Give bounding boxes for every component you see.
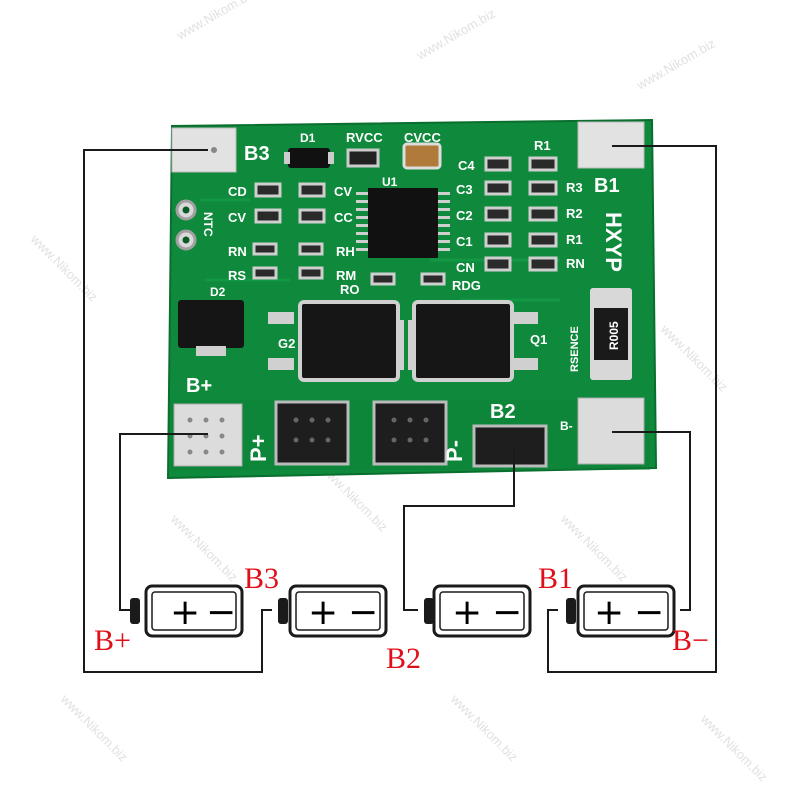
wire-b-minus <box>612 431 691 611</box>
svg-text:R1: R1 <box>566 232 583 247</box>
svg-text:CC: CC <box>334 210 353 225</box>
battery-cell-4: + − <box>566 584 676 638</box>
svg-text:B+: B+ <box>186 375 212 397</box>
svg-text:B1: B1 <box>594 175 620 197</box>
label-b-plus: B+ <box>94 624 131 657</box>
battery-cell-3: + − <box>424 584 532 638</box>
svg-text:CV: CV <box>334 184 352 199</box>
svg-text:www.Nikom.biz: www.Nikom.biz <box>657 321 731 395</box>
svg-text:RO: RO <box>340 282 360 297</box>
label-b2: B2 <box>386 642 421 675</box>
svg-text:B-: B- <box>560 419 573 433</box>
diode-d1 <box>288 148 330 168</box>
svg-text:RDG: RDG <box>452 278 481 293</box>
capacitor-cvcc <box>402 142 442 170</box>
ic-u1 <box>356 188 450 258</box>
pcb-board: B3 B1 D1 RVCC CVCC R1 C4 U1 CD CV CV CC … <box>166 118 658 480</box>
svg-text:RSENCE: RSENCE <box>569 326 581 372</box>
svg-text:+: + <box>594 592 624 633</box>
svg-text:www.Nikom.biz: www.Nikom.biz <box>697 711 771 785</box>
svg-text:−: − <box>206 592 236 633</box>
svg-text:www.Nikom.biz: www.Nikom.biz <box>57 691 131 765</box>
svg-text:−: − <box>634 592 664 633</box>
svg-text:−: − <box>348 592 378 633</box>
svg-text:www.Nikom.biz: www.Nikom.biz <box>27 231 101 305</box>
svg-text:HXYP: HXYP <box>601 212 626 272</box>
diode-d2 <box>178 300 244 356</box>
svg-text:NTC: NTC <box>201 212 215 237</box>
svg-text:+: + <box>452 592 482 633</box>
node-labels: B3 B1 B+ B2 B− <box>94 562 709 675</box>
svg-text:CVCC: CVCC <box>404 130 441 145</box>
wire-b-plus <box>119 433 208 611</box>
svg-text:C2: C2 <box>456 208 473 223</box>
wire-b1 <box>547 145 717 673</box>
svg-text:D1: D1 <box>300 131 316 145</box>
right-passives <box>370 156 558 286</box>
label-b-minus: B− <box>672 624 709 657</box>
left-passives <box>252 182 326 280</box>
svg-text:www.Nikom.biz: www.Nikom.biz <box>447 691 521 765</box>
svg-text:R3: R3 <box>566 180 583 195</box>
mosfet-left <box>268 300 404 382</box>
svg-text:−: − <box>492 592 522 633</box>
svg-text:Q1: Q1 <box>530 332 547 347</box>
battery-cell-1: + − <box>130 584 244 638</box>
pad-p-plus <box>274 400 350 466</box>
svg-text:CD: CD <box>228 184 247 199</box>
svg-text:+: + <box>308 592 338 633</box>
wire-b2 <box>403 446 515 611</box>
svg-text:R1: R1 <box>534 138 551 153</box>
pad-p-minus <box>372 400 448 466</box>
svg-text:C4: C4 <box>458 158 475 173</box>
label-b3: B3 <box>244 562 279 595</box>
svg-text:R2: R2 <box>566 206 583 221</box>
silkscreen-labels: B3 B1 D1 RVCC CVCC R1 C4 U1 CD CV CV CC … <box>186 130 626 462</box>
svg-text:U1: U1 <box>382 175 398 189</box>
svg-text:www.Nikom.biz: www.Nikom.biz <box>167 511 241 585</box>
svg-text:RVCC: RVCC <box>346 130 383 145</box>
svg-text:RS: RS <box>228 268 246 283</box>
svg-text:www.Nikom.biz: www.Nikom.biz <box>413 6 498 64</box>
svg-text:RN: RN <box>566 256 585 271</box>
svg-text:C3: C3 <box>456 182 473 197</box>
svg-text:RN: RN <box>228 244 247 259</box>
svg-text:G2: G2 <box>278 336 295 351</box>
svg-text:P+: P+ <box>246 434 271 462</box>
svg-text:CV: CV <box>228 210 246 225</box>
battery-pack: + − + − + − + − <box>130 584 676 638</box>
svg-text:R005: R005 <box>607 321 621 350</box>
svg-text:+: + <box>170 592 200 633</box>
svg-text:C1: C1 <box>456 234 473 249</box>
shunt-resistor <box>590 288 632 380</box>
svg-text:B2: B2 <box>490 401 516 423</box>
resistor-rvcc <box>346 148 380 168</box>
svg-text:www.Nikom.biz: www.Nikom.biz <box>633 36 718 94</box>
pad-b2 <box>472 424 548 468</box>
svg-text:CN: CN <box>456 260 475 275</box>
mosfet-right <box>408 300 538 382</box>
svg-text:D2: D2 <box>210 285 226 299</box>
wiring <box>83 145 717 673</box>
svg-text:RM: RM <box>336 268 356 283</box>
label-b1: B1 <box>538 562 573 595</box>
svg-text:www.Nikom.biz: www.Nikom.biz <box>173 0 258 43</box>
battery-cell-2: + − <box>278 584 388 638</box>
svg-text:B3: B3 <box>244 143 270 165</box>
wire-b3 <box>83 149 272 673</box>
svg-text:RH: RH <box>336 244 355 259</box>
svg-text:P-: P- <box>442 440 467 462</box>
